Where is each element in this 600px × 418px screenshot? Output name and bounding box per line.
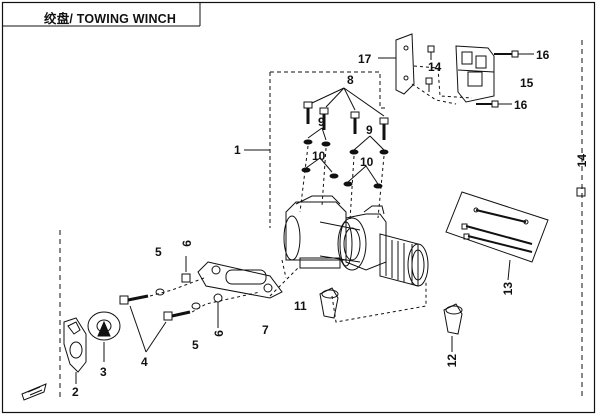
bolt-4b: [163, 310, 191, 321]
bolt-8b: [319, 107, 329, 130]
bolt-8d: [379, 117, 389, 140]
motor-guide: [331, 282, 427, 323]
screw-14a: [427, 45, 435, 60]
page-title: 绞盘/ TOWING WINCH: [44, 12, 177, 26]
screw-16a: [494, 50, 519, 58]
fairlead-guide-b: [269, 265, 301, 297]
callout-14a: 14: [428, 60, 442, 74]
callout-3: 3: [100, 365, 107, 379]
winch-hook: [63, 317, 87, 373]
callout-5b: 5: [192, 338, 199, 352]
roller-fairlead: [197, 261, 283, 299]
callout-16b: 16: [514, 98, 528, 112]
nut-14c: [576, 187, 586, 197]
bolt-guides-lower-b: [191, 291, 261, 313]
callout-7: 7: [262, 323, 269, 337]
leader-4b: [145, 321, 167, 353]
leader-4a: [129, 305, 147, 353]
callout-13: 13: [501, 282, 515, 296]
terminal-cover-11: [319, 287, 339, 319]
screw-16b: [476, 100, 499, 108]
front-arrow-icon: [21, 383, 47, 401]
callout-2: 2: [72, 385, 79, 399]
callout-4: 4: [141, 355, 148, 369]
callout-1: 1: [234, 143, 241, 157]
control-guide: [413, 65, 473, 99]
washer-group-right: [343, 135, 389, 189]
bolt-8c: [350, 111, 360, 134]
bolt-4a: [119, 294, 149, 305]
callout-5a: 5: [155, 245, 162, 259]
callout-12: 12: [445, 354, 459, 368]
callout-9b: 9: [366, 123, 373, 137]
bolt-8a: [303, 101, 313, 124]
part1-bracket-top: [270, 71, 386, 109]
bolt-guides-lower: [149, 277, 205, 297]
screw-14b: [425, 77, 433, 92]
outer-border: [1, 1, 596, 414]
gear-end: [337, 217, 367, 271]
cable-set: [445, 191, 549, 263]
callout-11: 11: [294, 299, 307, 313]
callout-10a: 10: [312, 149, 326, 163]
control-box: [455, 45, 495, 103]
fairlead-guide: [281, 259, 287, 279]
callout-10b: 10: [360, 155, 374, 169]
mount-bracket: [395, 33, 415, 95]
callout-6a: 6: [180, 240, 194, 247]
callout-9a: 9: [318, 115, 325, 129]
control-guide-b: [411, 83, 457, 105]
callout-8: 8: [347, 73, 354, 87]
washer-6a: [181, 273, 191, 283]
callout-17: 17: [358, 52, 372, 66]
winch-motor: [379, 233, 429, 287]
bolt-8-group: [303, 87, 389, 140]
callout-14b: 14: [575, 154, 589, 168]
nut-5b: [191, 302, 201, 310]
leader-13: [507, 259, 511, 281]
terminal-cover-12: [443, 303, 463, 335]
callout-6b: 6: [212, 330, 226, 337]
hook-stopper: [87, 311, 121, 341]
callout-16a: 16: [536, 48, 550, 62]
callout-15: 15: [520, 76, 534, 90]
winch-housing: [283, 195, 387, 271]
washer-group-left: [301, 127, 339, 179]
